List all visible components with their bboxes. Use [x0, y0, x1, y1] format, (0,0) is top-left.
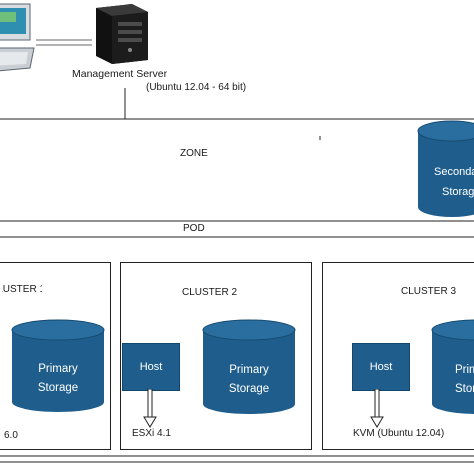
cluster-1-storage-line1: Primary — [38, 363, 78, 375]
cluster-3-storage-line1: Primary — [455, 364, 474, 376]
cluster-3-label: CLUSTER 3 — [401, 286, 457, 297]
cluster-3-primary-storage-text: Primary Storage — [446, 361, 474, 399]
cluster-3-hypervisor: KVM (Ubuntu 12.04) — [353, 428, 445, 439]
secondary-storage-icon — [417, 120, 474, 217]
cluster-2-storage-line1: Primary — [229, 364, 269, 376]
cluster-2-primary-storage-text: Primary Storage — [201, 361, 297, 399]
cluster-1-hypervisor: 6.0 — [4, 430, 18, 441]
cluster-3-primary-storage-icon — [431, 319, 474, 414]
cluster-1-label: CLUSTER 1 — [2, 284, 42, 295]
zone-label: ZONE — [180, 148, 208, 159]
server-tower-icon — [96, 4, 148, 64]
cluster-3-host: Host — [352, 343, 410, 391]
cluster-2-primary-storage-icon — [202, 319, 296, 414]
management-server-label: Management Server — [72, 68, 168, 80]
secondary-storage-line2: Storage — [442, 186, 474, 198]
workstation-icon — [0, 3, 35, 72]
cluster-3-hypervisor-arrow — [370, 389, 384, 428]
cluster-2-hypervisor: ESXi 4.1 — [132, 428, 171, 439]
secondary-storage-text: Secondary Storage — [426, 162, 474, 202]
cluster-1-label-text: CLUSTER 1 — [2, 284, 42, 295]
pod-label: POD — [183, 223, 205, 234]
secondary-storage-line1: Secondary — [434, 166, 474, 178]
cluster-2-storage-line2: Storage — [228, 383, 270, 395]
cluster-2-hypervisor-arrow — [143, 389, 157, 428]
cluster-2-label: CLUSTER 2 — [182, 287, 238, 298]
cluster-3-storage-line2: Storage — [455, 383, 474, 395]
cluster-1-storage-line2: Storage — [37, 382, 79, 394]
cluster-1-primary-storage-icon — [11, 319, 105, 412]
cluster-1-primary-storage-text: Primary Storage — [10, 360, 106, 398]
cluster-2-host: Host — [122, 343, 180, 391]
management-os-label: (Ubuntu 12.04 - 64 bit) — [146, 82, 247, 93]
